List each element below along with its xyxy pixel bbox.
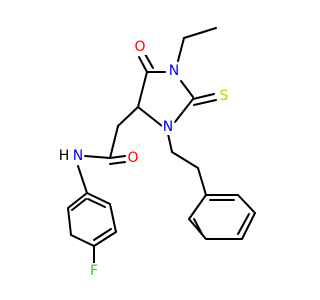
bond-ar-3 <box>70 234 95 247</box>
bond-c2-s-a <box>192 93 215 100</box>
atom-thione-sulfur: S <box>218 88 230 104</box>
label-thione-sulfur: S <box>220 88 229 104</box>
molecule-structure: O N S N O N H F <box>57 27 256 279</box>
atom-ring-nitrogen-ethyl: N <box>167 63 181 79</box>
structure-canvas: O N S N O N H F <box>57 27 256 279</box>
bond-n-aryl <box>77 165 88 194</box>
bond-ar-inner-3 <box>87 198 106 208</box>
atom-ring-carbonyl-oxygen: O <box>133 39 147 55</box>
label-ring-carbonyl-oxygen: O <box>134 39 145 55</box>
bond-n1-ch2 <box>177 37 185 62</box>
bond-c4-c5 <box>137 71 148 108</box>
bond-n1-c2 <box>180 80 194 98</box>
bond-c-o-amide-a <box>109 155 126 159</box>
atom-label-background <box>133 39 147 55</box>
atom-amide-oxygen: O <box>126 150 140 166</box>
atoms-layer: O N S N O N H F <box>57 39 230 279</box>
bond-ar-inner-1 <box>71 198 87 211</box>
atom-label-background <box>161 119 175 135</box>
atom-amide-hydrogen: H <box>57 148 71 164</box>
atom-ring-nitrogen-phenethyl: N <box>161 119 175 135</box>
bond-ar-6 <box>86 192 111 205</box>
label-ring-nitrogen-ethyl: N <box>169 63 179 79</box>
bond-ar-2 <box>67 207 72 236</box>
atom-label-background <box>71 148 85 164</box>
bond-ar-4 <box>93 231 117 247</box>
bond-chain-ch2-ch2 <box>171 151 199 169</box>
label-amide-nitrogen: N <box>73 148 83 164</box>
label-ring-nitrogen-phenethyl: N <box>163 119 173 135</box>
bond-ar-1 <box>67 192 88 209</box>
bond-ph-6 <box>188 194 207 220</box>
bond-c-n-amide <box>84 155 111 159</box>
atom-fluorine: F <box>88 263 100 279</box>
bonds-layer <box>67 27 256 264</box>
atom-amide-nitrogen: N <box>71 148 85 164</box>
bond-c5-o-b <box>144 53 154 69</box>
bond-ethyl-ch2-ch3 <box>183 27 217 39</box>
bond-c2-n3 <box>174 98 194 123</box>
atom-label-background <box>57 148 71 164</box>
bond-ph-2 <box>237 194 256 214</box>
label-amide-hydrogen: H <box>59 148 70 164</box>
bond-c2-s-b <box>193 99 217 106</box>
atom-label-background <box>126 150 140 166</box>
bond-n3-c4 <box>137 106 163 127</box>
bond-ph-inner-3 <box>193 218 203 235</box>
bond-c5-o-a <box>138 56 148 73</box>
bond-chain-phenyl <box>197 167 207 196</box>
bond-ch2-c-amide <box>109 125 119 159</box>
atom-label-background <box>88 263 100 279</box>
bond-c-o-amide-b <box>109 161 126 165</box>
atom-label-background <box>167 63 181 79</box>
atom-label-background <box>218 88 230 104</box>
label-fluorine: F <box>90 263 98 279</box>
bond-c4-ch2 <box>117 106 139 127</box>
bond-ph-inner-2 <box>237 213 250 235</box>
bond-ar-5 <box>109 203 117 233</box>
label-amide-oxygen: O <box>127 150 138 166</box>
bond-ph-3 <box>241 212 256 240</box>
bond-n3-ch2 <box>167 133 173 153</box>
bond-ph-5 <box>188 218 207 240</box>
bond-ar-inner-2 <box>93 228 112 241</box>
